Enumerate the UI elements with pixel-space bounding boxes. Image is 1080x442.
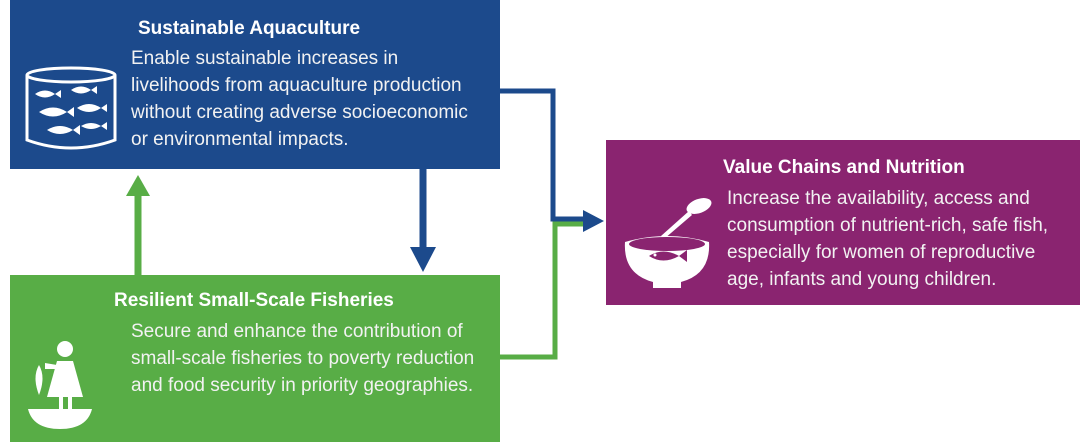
- value-chains-description: Increase the availability, access and co…: [727, 185, 1048, 293]
- fisheries-description: Secure and enhance the contribution of s…: [131, 318, 474, 399]
- fisher-boat-icon: [28, 341, 92, 429]
- resilient-fisheries-box: Resilient Small-Scale Fisheries Secure a…: [10, 275, 500, 442]
- fisheries-to-aquaculture-arrow: [126, 175, 150, 275]
- fisheries-title: Resilient Small-Scale Fisheries: [114, 290, 394, 311]
- sustainable-aquaculture-box: Sustainable Aquaculture Enable sustainab…: [10, 0, 500, 169]
- value-chains-title: Value Chains and Nutrition: [723, 157, 965, 178]
- fisheries-line-1: Secure and enhance the contribution of: [131, 321, 463, 342]
- fisheries-to-value-chains-arrow: [500, 221, 585, 360]
- fish-tank-icon: [25, 66, 117, 150]
- aquaculture-to-fisheries-arrow: [410, 169, 436, 272]
- value-chains-line-1: Increase the availability, access and: [727, 188, 1030, 209]
- aquaculture-title: Sustainable Aquaculture: [138, 18, 361, 39]
- value-chains-line-2: consumption of nutrient-rich, safe fish,: [727, 215, 1049, 236]
- aquaculture-line-1: Enable sustainable increases in: [131, 48, 399, 69]
- aquaculture-line-2: livelihoods from aquaculture production: [131, 75, 462, 96]
- fish-bowl-icon: [624, 198, 712, 288]
- value-chains-nutrition-box: Value Chains and Nutrition Increase the …: [606, 140, 1080, 305]
- value-chains-arrowhead: [583, 210, 604, 232]
- fisheries-line-3: and food security in priority geographie…: [131, 375, 474, 396]
- aquaculture-to-value-chains-arrow: [500, 88, 585, 222]
- aquaculture-line-4: or environmental impacts.: [131, 129, 349, 150]
- value-chains-line-3: especially for women of reproductive: [727, 242, 1036, 263]
- fisheries-line-2: small-scale fisheries to poverty reducti…: [131, 348, 475, 369]
- aquaculture-description: Enable sustainable increases in liveliho…: [131, 45, 468, 153]
- aquaculture-line-3: without creating adverse socioeconomic: [131, 102, 468, 123]
- value-chains-line-4: age, infants and young children.: [727, 269, 997, 290]
